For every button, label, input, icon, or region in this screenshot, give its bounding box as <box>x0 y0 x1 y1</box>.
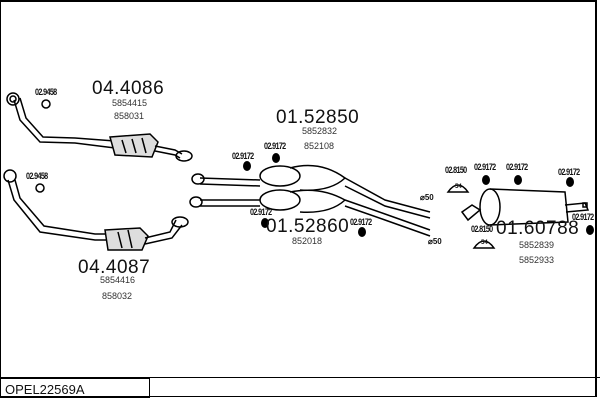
mount-label: 02.9172 <box>350 217 372 227</box>
part-ref: 5852839 <box>519 240 555 250</box>
part-ref: 852018 <box>292 236 323 246</box>
part-number: 01.52850 <box>276 107 360 128</box>
bracket-badge: 54 <box>455 184 462 190</box>
mount-label: 02.9172 <box>232 151 254 161</box>
diameter-label: ⌀50 <box>428 237 442 246</box>
part-number: 01.52860 <box>266 216 350 237</box>
rubber-mount <box>358 227 366 237</box>
part-ref: 858031 <box>114 111 145 121</box>
diameter-label: ⌀50 <box>420 193 434 202</box>
mount-label: 02.9172 <box>250 207 272 217</box>
front-pipe-lower[interactable] <box>3 169 189 251</box>
rubber-mount <box>243 161 251 171</box>
middle-silencers[interactable] <box>189 164 431 237</box>
mount-label: 02.9172 <box>474 162 496 172</box>
part-number: 04.4087 <box>78 257 151 278</box>
bracket-badge: 54 <box>481 240 488 246</box>
rubber-mount <box>261 218 269 228</box>
clip-ring <box>35 183 45 193</box>
part-ref: 5854416 <box>100 275 136 285</box>
part-number: 04.4086 <box>92 78 165 99</box>
clip-label: 02.9458 <box>26 171 48 181</box>
part-ref: 858032 <box>102 291 133 301</box>
mount-label: 02.9172 <box>558 167 580 177</box>
footer-divider <box>0 377 600 378</box>
rubber-mount <box>514 175 522 185</box>
rubber-mount <box>272 153 280 163</box>
front-pipe-upper[interactable] <box>6 92 193 162</box>
rubber-mount <box>566 177 574 187</box>
diagram-code: OPEL22569A <box>0 378 150 398</box>
part-number: 01.60788 <box>496 218 580 239</box>
part-ref: 852108 <box>304 141 335 151</box>
clip-label: 02.9458 <box>35 87 57 97</box>
bracket-label: 02.8150 <box>471 224 493 234</box>
mount-label: 02.9172 <box>572 212 594 222</box>
bracket-label: 02.8150 <box>445 165 467 175</box>
part-ref: 5852933 <box>519 255 555 265</box>
part-ref: 5852832 <box>302 126 338 136</box>
bracket-mount <box>446 184 470 193</box>
rubber-mount <box>482 175 490 185</box>
mount-label: 02.9172 <box>506 162 528 172</box>
part-ref: 5854415 <box>112 98 148 108</box>
rubber-mount <box>586 225 594 235</box>
bracket-mount <box>472 240 496 249</box>
clip-ring <box>41 99 51 109</box>
rear-silencer[interactable] <box>460 188 590 226</box>
mount-label: 02.9172 <box>264 141 286 151</box>
